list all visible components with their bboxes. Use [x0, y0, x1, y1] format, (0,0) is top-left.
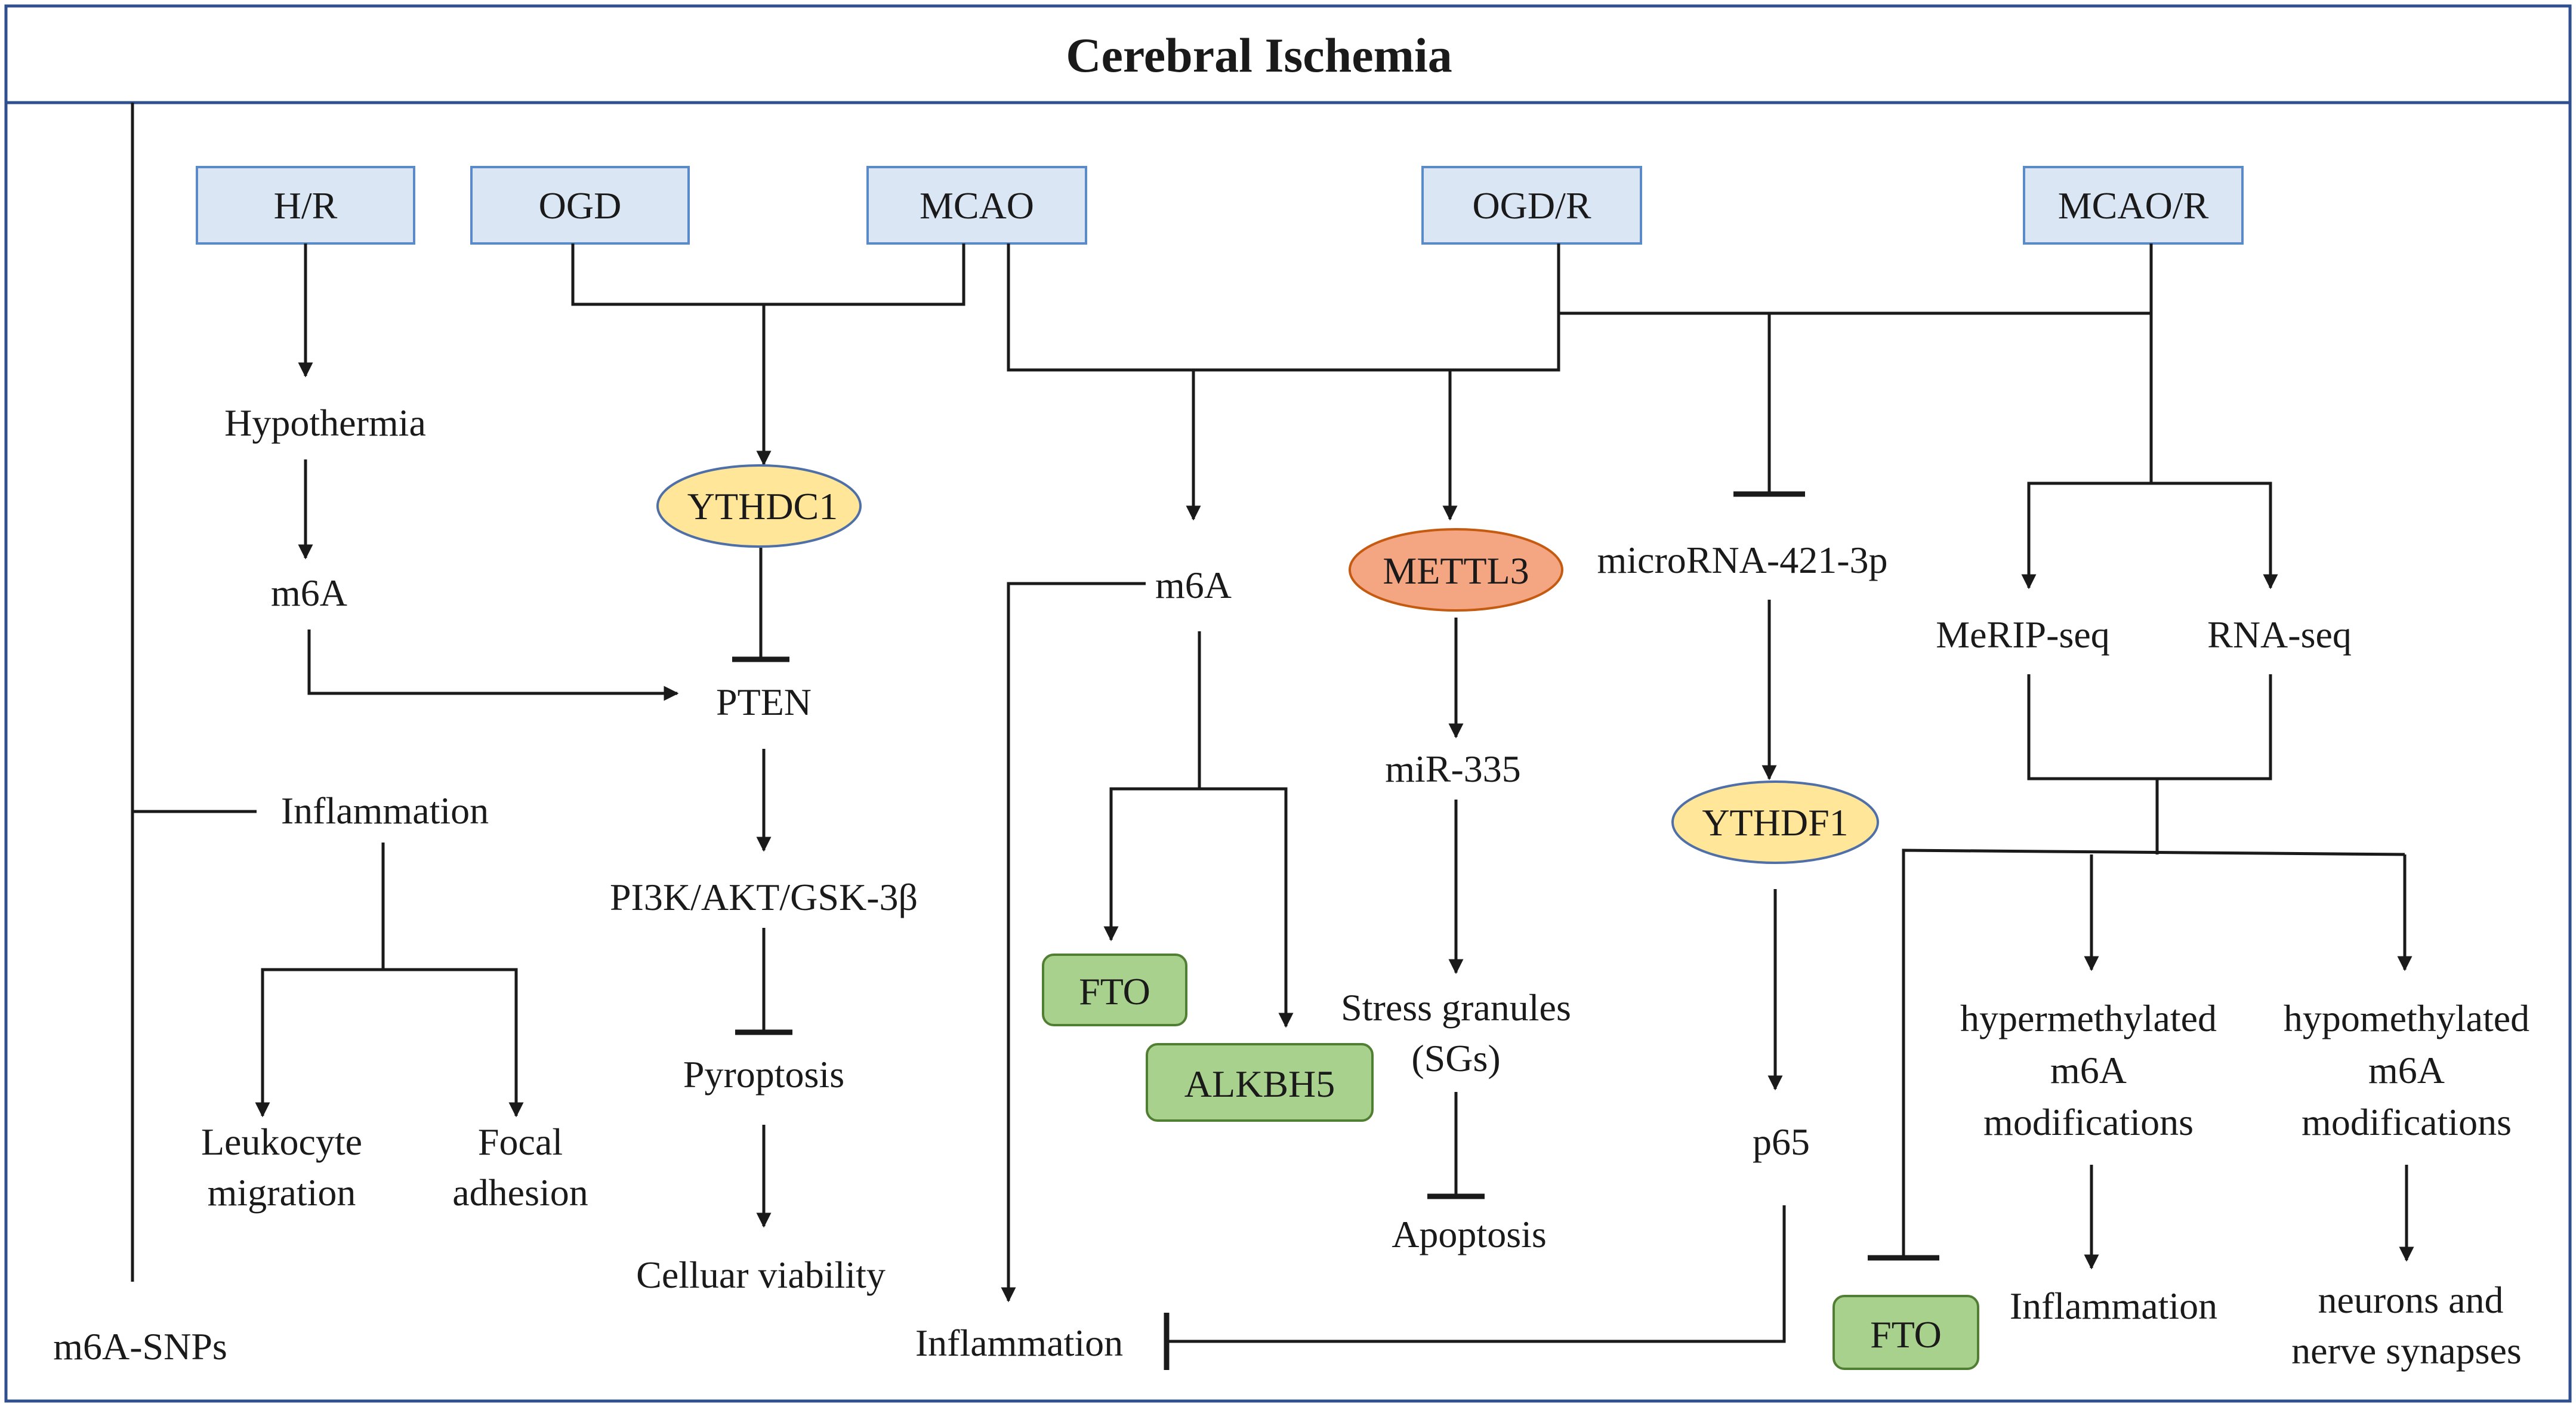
seq-join-connector — [2027, 674, 2272, 780]
ogd-mcao-connector — [571, 243, 965, 306]
alkbh5-label: ALKBH5 — [1184, 1063, 1335, 1105]
seq-distribution-line — [1902, 848, 2405, 1258]
m6a-left-label: m6A — [271, 572, 347, 614]
microrna-label: microRNA-421-3p — [1597, 539, 1887, 581]
m6a-mid-branch — [1109, 787, 1288, 1026]
hypomethylated-label-1: hypomethylated — [2284, 997, 2529, 1039]
fto-mid-label: FTO — [1079, 970, 1150, 1013]
fto-mid-box — [1042, 954, 1187, 1026]
mcao-label: MCAO — [920, 184, 1034, 227]
m6a-to-inflammation-arrow — [1001, 582, 1146, 1303]
merip-label: MeRIP-seq — [1936, 613, 2110, 656]
inflammation-right-label: Inflammation — [2010, 1285, 2217, 1327]
mcaor-branch — [2027, 482, 2272, 588]
hypermethylated-label-3: modifications — [1983, 1101, 2194, 1143]
inflammation-left-label: Inflammation — [281, 789, 489, 832]
focal-label-1: Focal — [478, 1121, 563, 1163]
alkbh5-box — [1146, 1043, 1374, 1122]
ogdr-box — [1421, 166, 1642, 245]
neurons-label-1: neurons and — [2318, 1279, 2503, 1321]
m6a-mid-label: m6A — [1155, 564, 1232, 606]
mcao-ogdr-connector — [1007, 243, 1560, 372]
leukocyte-label-1: Leukocyte — [201, 1121, 362, 1163]
ythdf1-ellipse — [1671, 780, 1879, 864]
neurons-label-2: nerve synapses — [2291, 1329, 2522, 1372]
ogdr-mcaor-connector — [1559, 243, 2153, 315]
stress-granules-label-2: (SGs) — [1411, 1037, 1500, 1079]
mettl3-label: METTL3 — [1383, 550, 1529, 592]
outer-frame — [4, 4, 2572, 1403]
mcaor-label: MCAO/R — [2058, 184, 2209, 227]
inflammation-branch — [261, 968, 518, 1116]
fto-right-label: FTO — [1870, 1313, 1942, 1356]
pi3k-label: PI3K/AKT/GSK-3β — [610, 876, 918, 918]
fto-right-box — [1832, 1295, 1979, 1370]
m6a-to-pten-arrow — [307, 630, 679, 701]
hypomethylated-label-2: m6A — [2368, 1049, 2445, 1091]
mir335-label: miR-335 — [1385, 748, 1521, 790]
focal-label-2: adhesion — [452, 1171, 588, 1214]
stress-granules-label-1: Stress granules — [1341, 986, 1571, 1029]
pyroptosis-label: Pyroptosis — [683, 1053, 844, 1096]
ythdc1-ellipse — [656, 464, 862, 548]
m6a-snps-label: m6A-SNPs — [53, 1325, 227, 1368]
p65-label: p65 — [1753, 1121, 1810, 1163]
ogd-box — [470, 166, 690, 245]
mcaor-box — [2023, 166, 2244, 245]
pten-label: PTEN — [716, 681, 812, 723]
hypermethylated-label-1: hypermethylated — [1960, 997, 2217, 1039]
diagram-title: Cerebral Ischemia — [1066, 28, 1452, 82]
hr-box — [196, 166, 415, 245]
ythdf1-label: YTHDF1 — [1702, 801, 1848, 844]
inflammation-bottom-label: Inflammation — [915, 1322, 1123, 1364]
leukocyte-label-2: migration — [208, 1171, 356, 1214]
hypermethylated-label-2: m6A — [2050, 1049, 2127, 1091]
mcao-box — [866, 166, 1087, 245]
hypomethylated-label-3: modifications — [2302, 1101, 2512, 1143]
rnaseq-label: RNA-seq — [2207, 613, 2352, 656]
cellular-viability-label: Celluar viability — [636, 1254, 886, 1296]
ogd-label: OGD — [539, 184, 622, 227]
hr-label: H/R — [274, 184, 338, 227]
p65-inhibit-line — [1167, 1205, 1786, 1343]
ogdr-label: OGD/R — [1472, 184, 1591, 227]
ythdc1-label: YTHDC1 — [687, 485, 838, 527]
hypothermia-label: Hypothermia — [224, 402, 426, 444]
apoptosis-label: Apoptosis — [1392, 1213, 1547, 1255]
mettl3-ellipse — [1349, 528, 1563, 612]
